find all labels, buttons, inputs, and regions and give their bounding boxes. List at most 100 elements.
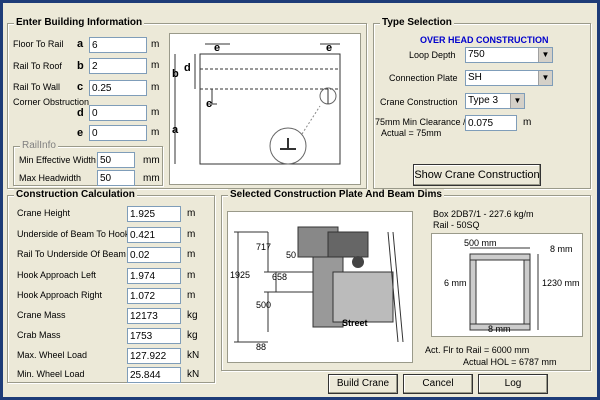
corner-obstruction-e-key: e [77, 127, 84, 139]
max-headwidth-label: Max Headwidth [19, 173, 82, 183]
rail-to-wall-input[interactable] [89, 80, 147, 96]
clearance-label-line1: 75mm Min Clearance / [375, 117, 466, 127]
crane-builder-window: Enter Building Information Floor To Rail… [3, 3, 597, 397]
corner-obstruction-d-input[interactable] [89, 105, 147, 121]
beam-spec-line1: Box 2DB7/1 - 227.6 kg/m [433, 209, 534, 219]
beam-section-diagram: 500 mm 8 mm 6 mm 1230 mm 8 mm [431, 233, 583, 337]
beam-to-hook-unit: m [187, 229, 196, 240]
min-effective-width-unit: mm [143, 155, 160, 166]
hook-approach-left-value [127, 268, 181, 284]
actual-hol: Actual HOL = 6787 mm [463, 357, 557, 367]
floor-to-rail-label: Floor To Rail [13, 39, 64, 49]
crane-mass-unit: kg [187, 310, 198, 321]
min-effective-width-label: Min Effective Width [19, 155, 96, 165]
rail-to-roof-key: b [77, 60, 84, 72]
rail-to-roof-label: Rail To Roof [13, 61, 62, 71]
construction-calc-title: Construction Calculation [14, 189, 137, 200]
street-logo: Street [342, 318, 368, 328]
crab-diagram-svg [234, 226, 404, 343]
crab-dim-50: 50 [286, 250, 297, 260]
railinfo-title: RailInfo [20, 140, 58, 151]
diagram-label-b: b [172, 68, 179, 80]
chevron-down-icon[interactable]: ▼ [538, 71, 552, 85]
crane-construction-label: Crane Construction [380, 97, 458, 107]
connection-plate-select[interactable]: SH ▼ [465, 70, 553, 86]
max-wheel-load-label: Max. Wheel Load [17, 350, 88, 360]
crab-dim-1925: 1925 [230, 270, 251, 280]
floor-to-rail-input[interactable] [89, 37, 147, 53]
corner-obstruction-e-input[interactable] [89, 125, 147, 141]
beam-spec-line2: Rail - 50SQ [433, 220, 480, 230]
crab-dim-500: 500 [256, 300, 272, 310]
max-headwidth-unit: mm [143, 173, 160, 184]
crab-mass-label: Crab Mass [17, 330, 61, 340]
crab-mass-unit: kg [187, 330, 198, 341]
corner-obstruction-d-key: d [77, 107, 84, 119]
diagram-label-c: c [206, 98, 213, 110]
floor-to-rail-key: a [77, 38, 84, 50]
cancel-button[interactable]: Cancel [403, 374, 473, 394]
diagram-label-d: d [184, 62, 191, 74]
rail-to-beam-label: Rail To Underside Of Beam [17, 249, 126, 259]
beam-to-hook-value [127, 227, 181, 243]
construction-plate-title: Selected Construction Plate And Beam Dim… [228, 189, 444, 200]
beam-section-svg [469, 247, 539, 331]
crab-dim-717: 717 [256, 242, 272, 252]
crab-mass-value [127, 328, 181, 344]
crab-dim-658: 658 [272, 272, 288, 282]
corner-obstruction-d-unit: m [151, 107, 160, 118]
log-button[interactable]: Log [478, 374, 548, 394]
crane-construction-select[interactable]: Type 3 ▼ [465, 93, 525, 109]
rail-to-roof-input[interactable] [89, 58, 147, 74]
floor-to-rail-unit: m [151, 39, 160, 50]
building-diagram-svg [174, 43, 341, 165]
overhead-construction-heading: OVER HEAD CONSTRUCTION [420, 35, 549, 45]
rail-to-wall-unit: m [151, 82, 160, 93]
crane-mass-label: Crane Mass [17, 310, 66, 320]
rail-to-wall-key: c [77, 81, 84, 93]
act-flr-to-rail: Act. Flr to Rail = 6000 mm [425, 345, 530, 355]
type-selection-title: Type Selection [380, 17, 454, 28]
connection-plate-value: SH [468, 72, 482, 83]
min-wheel-load-value [127, 367, 181, 383]
build-crane-button[interactable]: Build Crane [328, 374, 398, 394]
hook-approach-left-label: Hook Approach Left [17, 270, 97, 280]
rail-to-roof-unit: m [151, 60, 160, 71]
clearance-label-line2: Actual = 75mm [381, 128, 442, 138]
corner-obstruction-e-unit: m [151, 127, 160, 138]
hook-approach-right-value [127, 288, 181, 304]
beam-dim-height: 1230 mm [542, 278, 580, 288]
beam-dim-bottom-flange: 8 mm [488, 324, 511, 334]
clearance-input[interactable] [465, 115, 517, 131]
chevron-down-icon[interactable]: ▼ [510, 94, 524, 108]
crane-height-value [127, 206, 181, 222]
hook-approach-right-label: Hook Approach Right [17, 290, 103, 300]
loop-depth-label: Loop Depth [409, 50, 456, 60]
crane-construction-value: Type 3 [468, 95, 499, 106]
building-info-group: Enter Building Information [7, 17, 367, 189]
crab-dim-88: 88 [256, 342, 267, 352]
beam-dim-width: 500 mm [464, 238, 497, 248]
rail-to-beam-unit: m [187, 249, 196, 260]
building-diagram: a b c d e e [169, 33, 361, 185]
chevron-down-icon[interactable]: ▼ [538, 48, 552, 62]
rail-to-wall-label: Rail To Wall [13, 82, 61, 92]
connection-plate-label: Connection Plate [389, 73, 458, 83]
railinfo-group: RailInfo [13, 140, 163, 186]
min-wheel-load-unit: kN [187, 369, 200, 380]
diagram-label-a: a [172, 124, 179, 136]
beam-dim-web: 6 mm [444, 278, 467, 288]
max-wheel-load-value [127, 348, 181, 364]
beam-to-hook-label: Underside of Beam To Hook [17, 229, 130, 239]
hook-approach-right-unit: m [187, 290, 196, 301]
max-headwidth-input[interactable] [97, 170, 135, 186]
hook-approach-left-unit: m [187, 270, 196, 281]
show-crane-construction-button[interactable]: Show Crane Construction [413, 164, 541, 186]
crane-height-unit: m [187, 208, 196, 219]
min-effective-width-input[interactable] [97, 152, 135, 168]
beam-dim-top-flange: 8 mm [550, 244, 573, 254]
clearance-unit: m [523, 117, 532, 128]
construction-calc-group: Construction Calculation [7, 189, 215, 383]
crab-diagram: 717 50 658 1925 500 88 Street [227, 211, 413, 363]
loop-depth-select[interactable]: 750 ▼ [465, 47, 553, 63]
